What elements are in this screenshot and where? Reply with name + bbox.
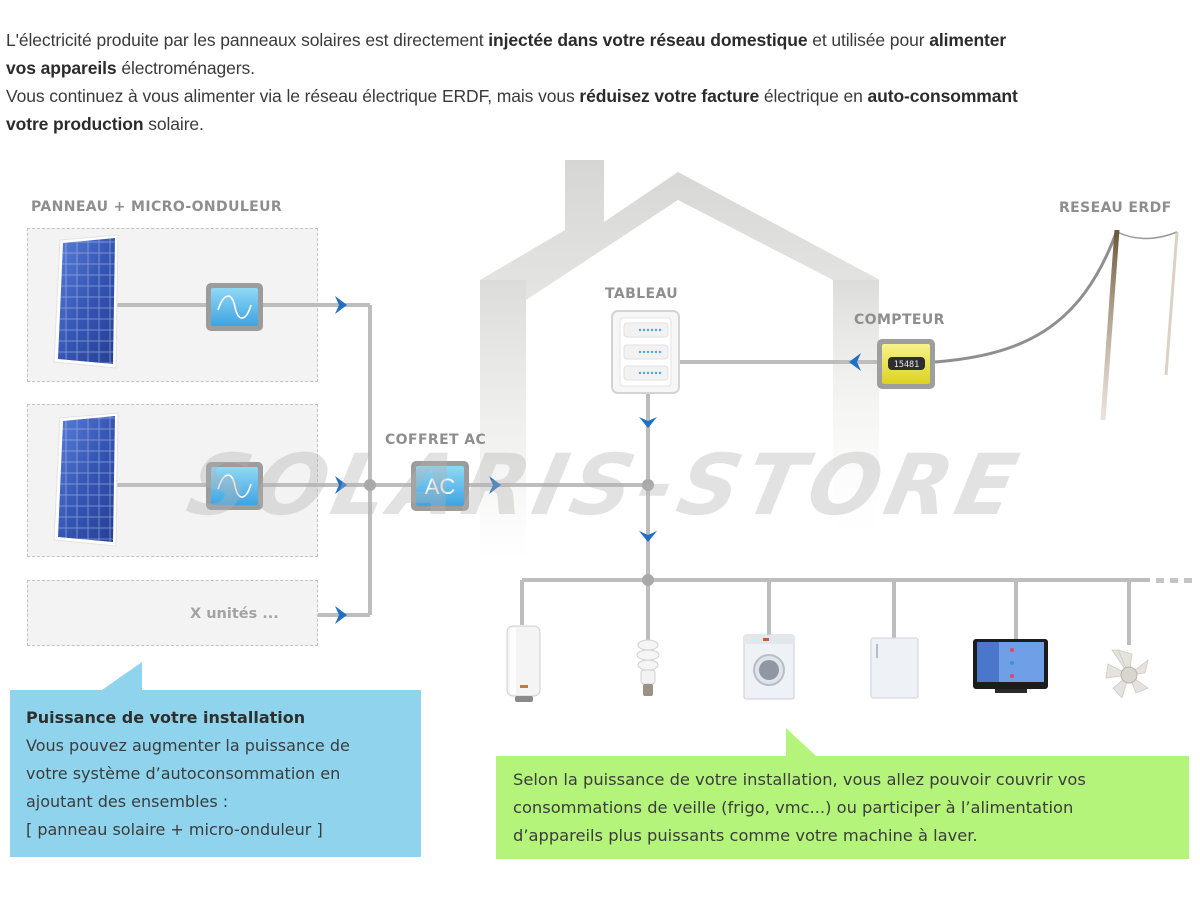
- arrow-right-icon: [335, 296, 347, 314]
- water-heater-icon: [506, 625, 541, 702]
- intro-p1-line1: L'électricité produite par les panneaux …: [6, 30, 1007, 50]
- tv-icon: [973, 639, 1048, 693]
- solar-panel-icon: [53, 412, 119, 547]
- svg-text:15481: 15481: [894, 360, 920, 370]
- arrow-right-icon: [335, 476, 347, 494]
- label-coffret-ac: COFFRET AC: [385, 432, 487, 448]
- junction-nodes: [364, 479, 654, 586]
- micro-inverter-icon: [206, 462, 263, 510]
- washing-machine-icon: [743, 634, 795, 700]
- label-tableau: TABLEAU: [605, 286, 679, 302]
- info-bubble-line: ajoutant des ensembles :: [26, 792, 229, 811]
- electrical-panel-icon: [611, 310, 680, 394]
- arrow-right-icon: [335, 606, 347, 624]
- arrow-down-icon: [639, 531, 657, 542]
- power-line: [934, 229, 1179, 421]
- fan-icon: [1105, 649, 1149, 699]
- flow-arrows: [335, 296, 861, 624]
- label-reseau-erdf: RESEAU ERDF: [1059, 200, 1172, 216]
- intro-p2-line2: votre production solaire.: [6, 114, 204, 134]
- arrow-right-icon: [489, 476, 501, 494]
- panel-unit-box-more: [27, 580, 318, 646]
- info-bubble-line: votre système d’autoconsommation en: [26, 764, 341, 783]
- info-bubble-consumption: Selon la puissance de votre installation…: [496, 728, 1189, 859]
- house-outline: [480, 160, 880, 560]
- label-compteur: COMPTEUR: [854, 312, 945, 328]
- fridge-icon: [870, 637, 919, 699]
- light-bulb-icon: [636, 639, 660, 696]
- bus-continuation-dots: [1156, 578, 1192, 583]
- ac-box-icon: AC: [411, 461, 469, 511]
- bubble-tail: [786, 728, 816, 756]
- intro-p1-line2: vos appareils électroménagers.: [6, 58, 255, 78]
- solar-panel-icon: [53, 234, 119, 369]
- info-bubble-line: Vous pouvez augmenter la puissance de: [26, 736, 350, 755]
- label-x-units: X unités ...: [190, 606, 279, 622]
- intro-text: L'électricité produite par les panneaux …: [6, 26, 1196, 138]
- info-bubble-line: consommations de veille (frigo, vmc...) …: [513, 798, 1074, 817]
- micro-inverter-icon: [206, 283, 263, 331]
- electric-meter-icon: 15481: [877, 339, 935, 389]
- intro-p2-line1: Vous continuez à vous alimenter via le r…: [6, 86, 1018, 106]
- info-bubble-line: Selon la puissance de votre installation…: [513, 770, 1086, 789]
- arrow-down-icon: [639, 417, 657, 428]
- label-panel-group: PANNEAU + MICRO-ONDULEUR: [31, 199, 283, 215]
- info-bubble-title: Puissance de votre installation: [26, 708, 306, 727]
- info-bubble-line: d’appareils plus puissants comme votre m…: [513, 826, 978, 845]
- bubble-tail: [102, 662, 142, 690]
- info-bubble-power: Puissance de votre installation Vous pou…: [10, 662, 421, 857]
- arrow-left-icon: [849, 353, 861, 371]
- info-bubble-line: [ panneau solaire + micro-onduleur ]: [26, 820, 323, 839]
- svg-text:AC: AC: [425, 474, 456, 499]
